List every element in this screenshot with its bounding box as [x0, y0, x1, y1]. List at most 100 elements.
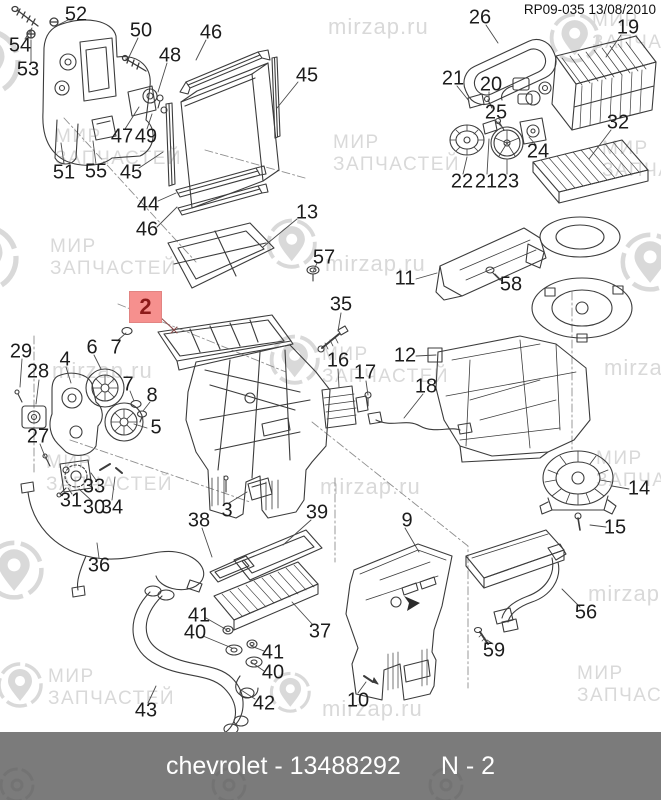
part-bracket-46-top [179, 49, 271, 95]
watermark-site-text: mirzap.ru [320, 474, 421, 499]
part-callout-45: 45 [119, 161, 143, 184]
part-callout-5: 5 [150, 416, 162, 439]
watermark-logo-icon [262, 214, 321, 273]
watermark-site-text: mirzap.ru [52, 358, 153, 383]
watermark-site-text: mirzap.ru [588, 581, 661, 606]
part-callout-42: 42 [252, 692, 276, 715]
part-callout-53: 53 [16, 58, 40, 81]
part-callout-15: 15 [603, 516, 627, 539]
watermark-site-text: mirzap.ru [322, 696, 423, 721]
part-lower-case-12 [427, 335, 591, 463]
part-callout-37: 37 [308, 620, 332, 643]
watermark-brand-line2: ЗАПЧАСТЕЙ [55, 148, 183, 170]
part-intake-ring-26 [463, 38, 557, 106]
part-cabin-filter-32 [532, 139, 649, 204]
watermark-site-text: mirzap.ru [325, 251, 426, 276]
part-resistor-16 [321, 385, 369, 429]
watermark-logo-icon [265, 330, 324, 389]
part-cover-11 [435, 227, 547, 301]
part-actuator-30 [56, 459, 123, 498]
watermark-brand-line1: МИР [602, 138, 649, 159]
part-pipe-42 [235, 675, 259, 699]
front-direction-arrow [404, 596, 420, 611]
part-screw-35 [317, 325, 349, 353]
part-callout-43: 43 [134, 699, 158, 722]
part-callout-17: 17 [353, 361, 377, 384]
part-screw-17 [364, 391, 372, 407]
part-gasket-13 [167, 222, 275, 289]
part-callout-39: 39 [305, 501, 329, 524]
part-callout-19: 19 [616, 16, 640, 39]
part-harness-18 [367, 411, 473, 435]
part-callout-44: 44 [136, 193, 160, 216]
part-callout-21: 21 [474, 170, 498, 193]
part-fan-wheel-5 [104, 402, 144, 442]
part-callout-33: 33 [82, 475, 106, 498]
part-bracket-46-bottom [177, 183, 269, 216]
part-callout-14: 14 [627, 477, 651, 500]
part-callout-13: 13 [295, 201, 319, 224]
part-heater-core-56 [465, 529, 567, 633]
part-callout-20: 20 [479, 73, 503, 96]
part-callout-47: 47 [110, 125, 134, 148]
part-blower-housing-top [531, 216, 633, 343]
part-callout-26: 26 [468, 6, 492, 29]
watermark-brand-line2: ЗАПЧАСТЕЙ [577, 685, 661, 707]
part-callout-8: 8 [146, 384, 158, 407]
part-callout-56: 56 [574, 601, 598, 624]
part-actuator-motor-28 [14, 389, 51, 467]
part-blower-motor-14 [539, 450, 617, 515]
part-callout-25: 25 [484, 101, 508, 124]
part-screw-10 [363, 675, 379, 685]
watermark-logo-icon [0, 218, 25, 299]
assembly-axis-lines [33, 117, 573, 689]
part-distributor-case-9 [345, 543, 453, 701]
watermark-brand-line2: ЗАПЧАСТЕЙ [333, 154, 461, 176]
watermark-site-text: mirzap.ru [604, 355, 661, 380]
part-callout-21: 21 [441, 67, 465, 90]
part-callout-24: 24 [526, 140, 550, 163]
part-callout-40: 40 [261, 661, 285, 684]
callout-leader-lines [19, 18, 630, 704]
part-callout-30: 30 [82, 496, 106, 519]
part-callout-10: 10 [346, 689, 370, 712]
part-callout-29: 29 [9, 340, 33, 363]
part-callout-51: 51 [52, 161, 76, 184]
doc-reference: RP09-035 13/08/2010 [523, 2, 656, 17]
footer-page-ref: N - 2 [440, 751, 496, 780]
part-wiring-harness-36 [20, 481, 205, 598]
watermark-brand-line2: ЗАПЧАСТЕЙ [50, 258, 178, 280]
part-callout-55: 55 [84, 160, 108, 183]
watermark-logo-icon [266, 668, 315, 717]
part-callout-22: 22 [450, 170, 474, 193]
part-callout-48: 48 [158, 44, 182, 67]
watermark-brand-line1: МИР [48, 666, 95, 687]
part-callout-34: 34 [100, 496, 124, 519]
watermark-brand-line1: МИР [333, 132, 380, 153]
part-clips-7-8 [121, 326, 148, 423]
part-grommets-40-41 [222, 625, 263, 668]
part-gear-wheel-23 [490, 126, 524, 160]
part-seal-strip-45-right [271, 56, 281, 139]
watermark-brand-line2: ЗАПЧАСТЕЙ [596, 470, 661, 492]
part-evaporator-core [180, 62, 280, 209]
part-callout-4: 4 [59, 348, 71, 371]
part-screw-58 [485, 266, 501, 281]
part-callout-32: 32 [606, 111, 630, 134]
watermark-brand-line2: ЗАПЧАСТЕЙ [602, 160, 661, 182]
part-callout-46: 46 [135, 218, 159, 241]
part-screws-20-25 [483, 95, 505, 131]
footer-caption: chevrolet - 13488292 [165, 751, 401, 780]
part-plate-4 [49, 372, 103, 456]
part-seal-frame-38 [209, 555, 255, 583]
part-callout-54: 54 [8, 34, 32, 57]
watermark-logo-icon [545, 8, 604, 67]
